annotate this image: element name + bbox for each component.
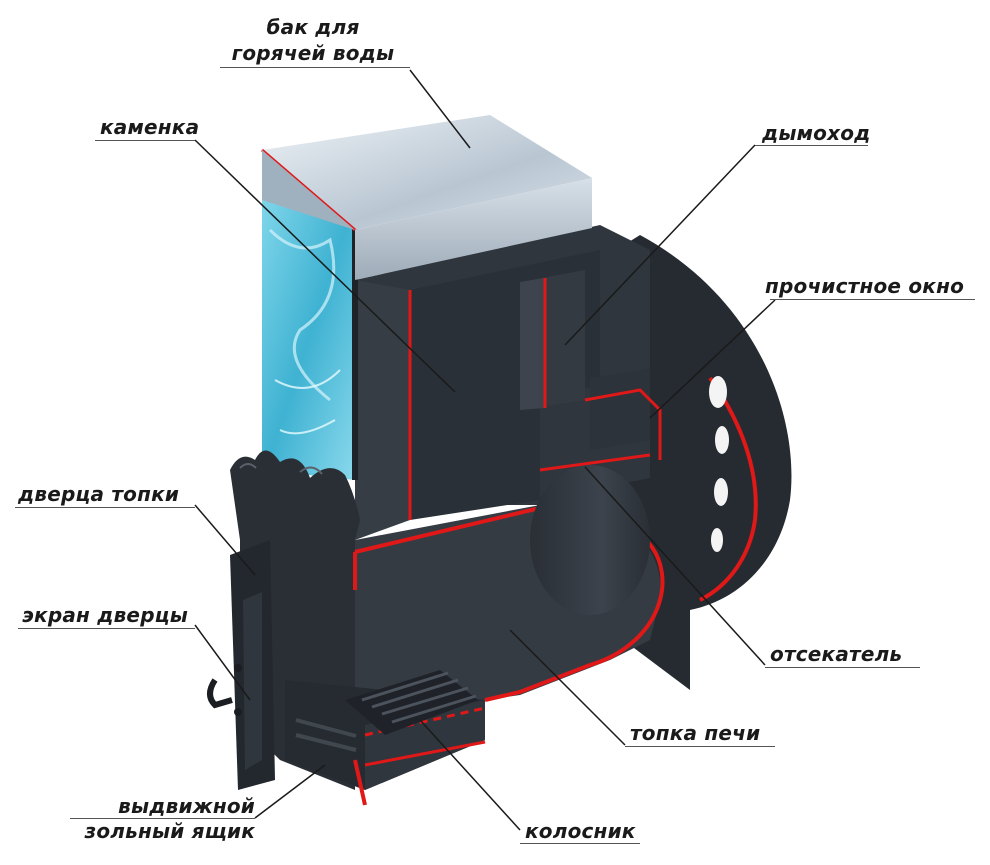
label-underline <box>625 746 775 747</box>
label-underline <box>15 507 195 508</box>
label-door-screen: экран дверцы <box>22 603 189 627</box>
firebox-door <box>207 540 275 790</box>
label-underline <box>220 67 410 68</box>
label-hot-water-tank-line2: горячей воды <box>231 41 395 65</box>
label-hot-water-tank-line1: бак для <box>266 15 360 39</box>
label-underline <box>95 140 195 141</box>
label-grate: колосник <box>525 819 636 843</box>
label-chimney: дымоход <box>762 121 871 145</box>
label-ash-drawer-line2: зольный ящик <box>84 819 255 843</box>
label-ash-drawer-line1: выдвижной <box>118 794 255 818</box>
grate <box>345 670 478 735</box>
label-underline <box>755 145 868 146</box>
label-underline <box>765 667 920 668</box>
label-underline <box>18 628 195 629</box>
leader-lines <box>194 69 776 831</box>
label-furnace: топка печи <box>630 721 761 745</box>
label-firebox-door: дверца топки <box>18 482 180 506</box>
ornament-panel <box>230 450 360 540</box>
label-cleaning-window: прочистное окно <box>765 274 965 298</box>
label-stone-box: каменка <box>100 115 200 139</box>
hot-water-tank <box>261 115 592 480</box>
stone-box-body <box>355 225 662 540</box>
label-underline <box>770 299 975 300</box>
label-underline <box>520 843 640 844</box>
label-baffle: отсекатель <box>770 642 903 666</box>
label-underline <box>70 818 255 819</box>
